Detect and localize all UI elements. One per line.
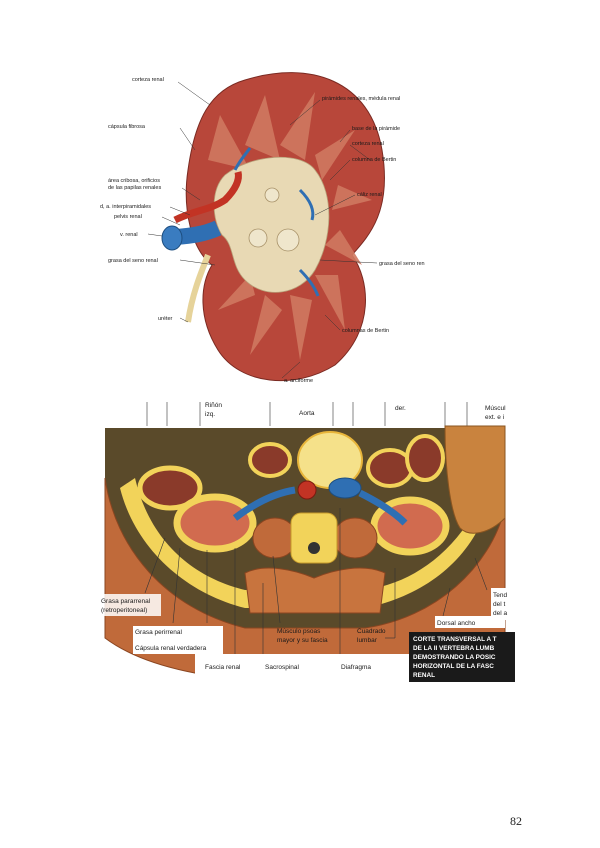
label-rinon-izq-1: Riñón (205, 402, 222, 409)
label-grasa-pararrenal-1: Grasa pararrenal (101, 598, 151, 605)
label-columnas-bertin: columnas de Bertin (342, 328, 389, 334)
label-grasa-seno-right: grasa del seno ren (379, 261, 425, 267)
label-cuadrado-1: Cuadrado (357, 628, 386, 635)
caption-line-1: CORTE TRANSVERSAL A T (413, 636, 497, 643)
label-tend-1: Tend (493, 592, 507, 599)
label-cuadrado-2: lumbar (357, 637, 378, 644)
label-tend-2: del t (493, 601, 505, 608)
label-base-piramide: base de la pirámide (352, 126, 400, 132)
left-kidney (177, 497, 253, 549)
label-der: der. (395, 405, 406, 412)
label-area-cribosa-1: área cribosa, orificios (108, 178, 160, 184)
caption-line-2: DE LA II VERTEBRA LUMB (413, 645, 495, 652)
label-tend-3: del a (493, 610, 507, 617)
label-caliz-renal: cáliz renal (357, 192, 382, 198)
caption-line-4: HORIZONTAL DE LA FASC (413, 663, 494, 670)
label-grasa-seno-left: grasa del seno renal (108, 258, 158, 264)
label-a-arciforme: a. arciforme (284, 378, 313, 384)
label-v-renal: v. renal (120, 232, 138, 238)
label-piramides: pirámides renales, médula renal (322, 96, 400, 102)
label-pelvis-renal: pelvis renal (114, 214, 142, 220)
vena-cava (329, 478, 361, 498)
psoas-left (253, 518, 297, 558)
psoas-right (333, 518, 377, 558)
label-ureter: uréter (158, 316, 173, 322)
label-corteza-renal-top: corteza renal (132, 77, 164, 83)
label-musculo-psoas-1: Músculo psoas (277, 628, 321, 635)
label-musculo-1: Múscul (485, 405, 506, 412)
label-capsula-verdadera: Cápsula renal verdadera (135, 645, 207, 652)
label-area-cribosa-2: de las papilas renales (108, 185, 161, 191)
label-rinon-izq-2: izq. (205, 411, 215, 418)
label-columna-bertin: columna de Bertin (352, 157, 396, 163)
figure-caption: CORTE TRANSVERSAL A T DE LA II VERTEBRA … (409, 632, 515, 682)
label-fascia-renal: Fascia renal (205, 664, 241, 671)
label-grasa-pararrenal-2: (retroperitoneal) (101, 607, 147, 614)
kidney-section-figure: corteza renal cápsula fibrosa área cribo… (100, 60, 440, 390)
label-corteza-renal-right: corteza renal (352, 141, 384, 147)
label-diafragma: Diafragma (341, 664, 371, 671)
label-capsula-fibrosa: cápsula fibrosa (108, 124, 146, 130)
transverse-section-figure: Riñón izq. Aorta der. Múscul ext. e i Gr… (95, 398, 515, 682)
label-musculo-2: ext. e i (485, 414, 504, 421)
spinal-canal (307, 541, 321, 555)
label-sacrospinal: Sacrospinal (265, 664, 300, 671)
label-grasa-perirrenal: Grasa perirrenal (135, 629, 183, 636)
label-musculo-psoas-2: mayor y su fascia (277, 637, 328, 644)
caption-line-5: RENAL (413, 672, 435, 679)
page-number: 82 (510, 814, 522, 829)
label-aorta: Aorta (299, 410, 315, 417)
label-dorsal-ancho: Dorsal ancho (437, 620, 476, 627)
caption-line-3: DEMOSTRANDO LA POSIC (413, 654, 496, 661)
aorta (298, 481, 316, 499)
label-a-interpiramidales: d, a. interpiramidales (100, 204, 151, 210)
